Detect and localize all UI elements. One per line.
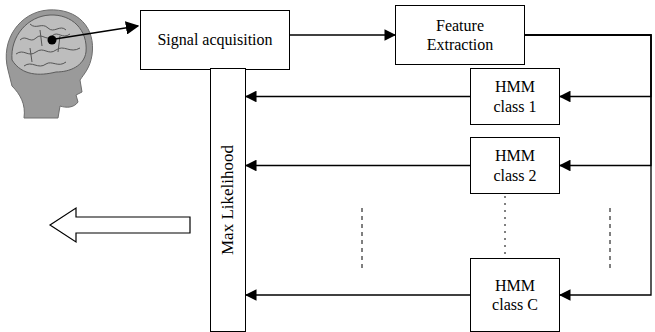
electrode-dot — [48, 36, 57, 45]
continuation-dash — [362, 208, 363, 268]
process-box: Signal acquisition — [140, 10, 290, 70]
classifier-box: HMM class 1 — [470, 68, 560, 125]
electrode-lead — [55, 26, 138, 39]
connector-arrow — [290, 34, 395, 35]
output-arrow — [50, 208, 190, 242]
connector-arrow — [246, 165, 470, 166]
box-label: Signal acquisition — [157, 30, 272, 49]
box-label: Max Likelihood — [218, 145, 238, 255]
continuation-dash — [610, 208, 611, 268]
brain-head-icon — [6, 10, 92, 118]
box-label: HMM class C — [485, 276, 545, 314]
classifier-box: HMM class C — [470, 258, 560, 332]
classifier-box: HMM class 2 — [470, 137, 560, 194]
box-label: HMM class 1 — [485, 77, 545, 115]
box-label: HMM class 2 — [485, 146, 545, 184]
connector-arrow — [246, 96, 470, 97]
process-box: Feature Extraction — [395, 5, 525, 65]
connector-arrow — [246, 294, 470, 295]
box-label: Feature Extraction — [415, 16, 505, 54]
decision-box: Max Likelihood — [210, 68, 246, 332]
continuation-dash — [505, 196, 506, 256]
